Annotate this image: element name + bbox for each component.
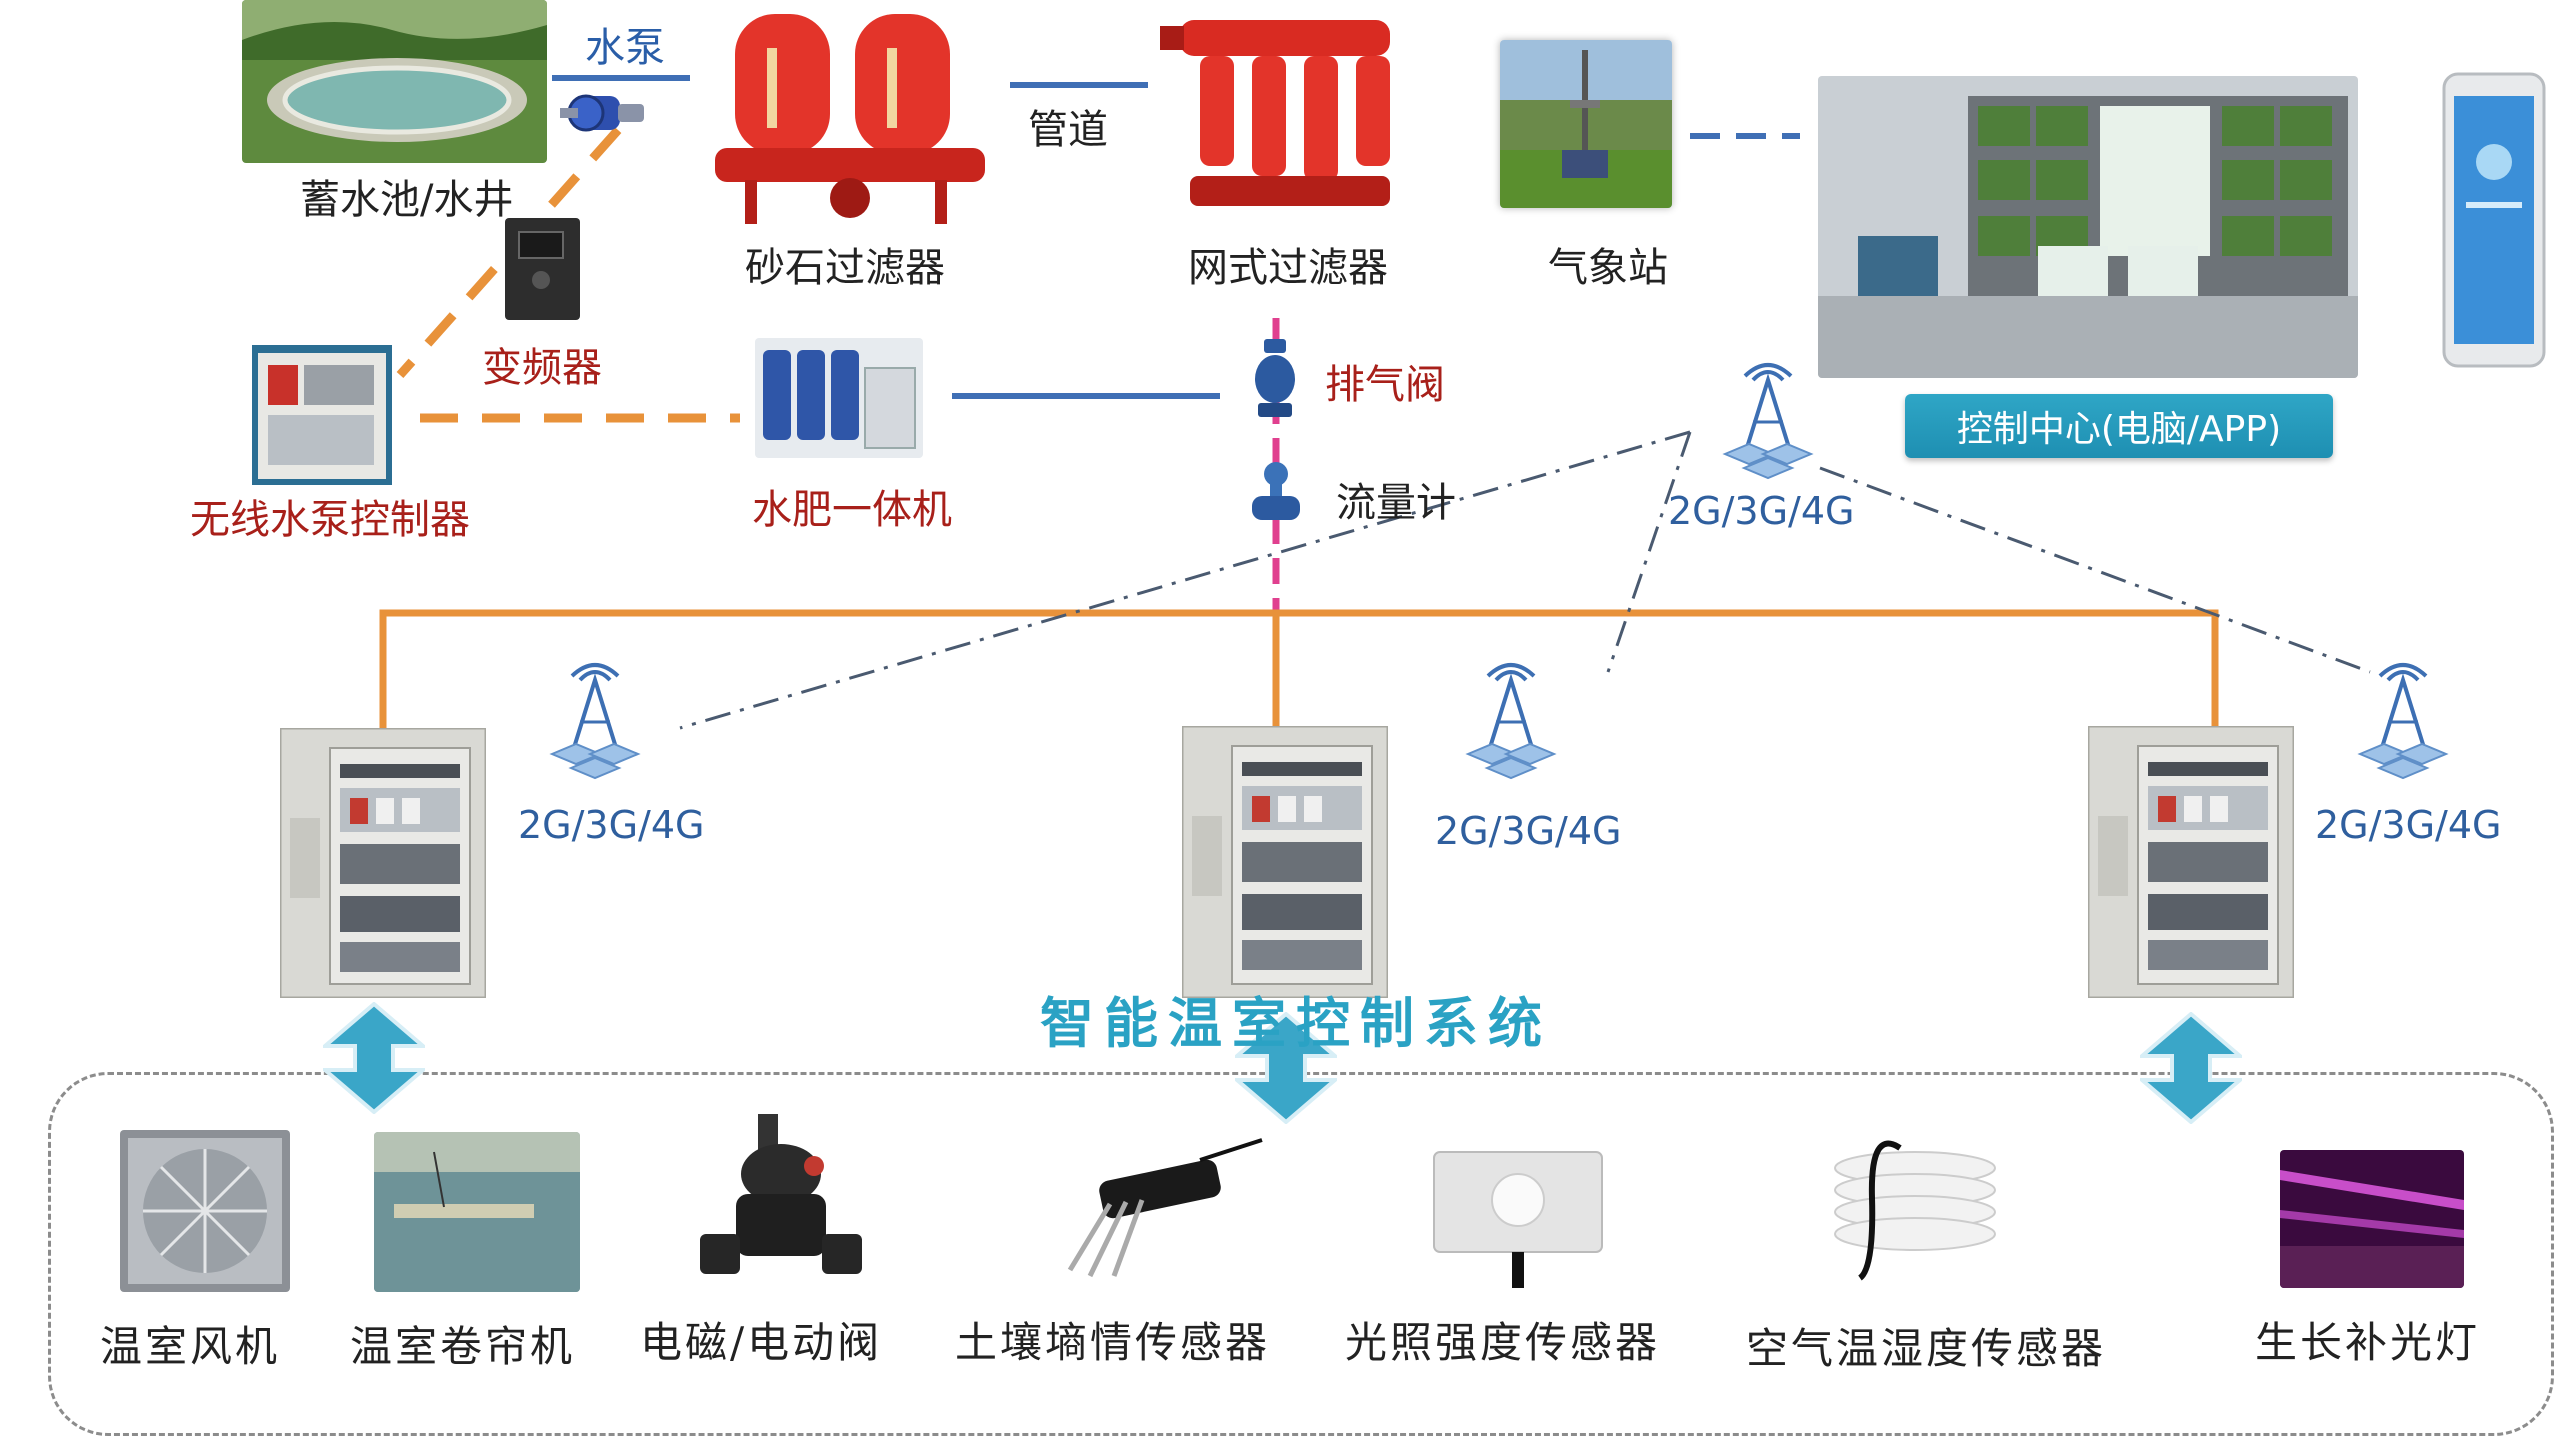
electric-valve-image [696,1114,866,1294]
field-cabinet-right [2086,724,2296,1000]
grow-light-image [2280,1150,2464,1288]
wireless-link-left [679,430,1691,730]
cell-tower-icon [1448,662,1574,784]
soil-sensor-image [1030,1120,1270,1286]
vfd-label: 变频器 [482,345,602,391]
cell-tower-icon [2340,662,2466,784]
device-label-light: 光照强度传感器 [1345,1318,1661,1367]
reservoir-photo [242,0,547,163]
wireless-pump-controller-label: 无线水泵控制器 [190,497,470,543]
weather-station-label: 气象站 [1548,245,1668,291]
control-center-button[interactable]: 控制中心(电脑/APP) [1905,394,2333,458]
screen-filter-image [1160,0,1415,225]
sand-filter-label: 砂石过滤器 [745,245,945,291]
double-arrow-icon [319,1001,429,1115]
field-cabinet-left [278,726,488,1000]
double-arrow-icon [2136,1011,2246,1125]
flow-meter-label: 流量计 [1336,480,1456,526]
pump-icon [558,88,648,140]
air-valve-icon [1250,335,1300,425]
reservoir-label: 蓄水池/水井 [300,177,514,223]
tower-mid-label: 2G/3G/4G [1435,809,1622,853]
air-valve-label: 排气阀 [1325,362,1445,408]
control-center-photo [1818,76,2358,378]
wireless-link-right [1819,466,2371,674]
pump-control-line [396,127,622,378]
device-label-curtain: 温室卷帘机 [350,1322,576,1371]
light-sensor-image [1428,1148,1608,1290]
tower-main-label: 2G/3G/4G [1668,489,1855,533]
cell-tower-icon [532,662,658,784]
curtain-machine-image [374,1132,580,1292]
field-cabinet-mid [1180,724,1390,1000]
fertigation-machine-label: 水肥一体机 [752,487,952,533]
vfd-image [505,218,580,320]
tower-left-label: 2G/3G/4G [518,803,705,847]
device-label-valve: 电磁/电动阀 [640,1318,883,1367]
tower-right-label: 2G/3G/4G [2315,803,2502,847]
flow-meter-icon [1248,460,1304,524]
device-label-fan: 温室风机 [100,1322,281,1371]
sand-filter-image [705,8,995,226]
weather-station-photo [1500,40,1672,208]
tablet-app-image [2440,72,2550,372]
double-arrow-icon [1231,1011,1341,1125]
greenhouse-fan-image [120,1130,290,1292]
screen-filter-label: 网式过滤器 [1188,245,1388,291]
device-label-air: 空气温湿度传感器 [1746,1324,2107,1373]
device-label-soil: 土壤墒情传感器 [955,1318,1271,1367]
cell-tower-icon [1705,362,1831,484]
device-label-growlight: 生长补光灯 [2255,1318,2481,1367]
air-temp-humidity-sensor-image [1800,1128,2010,1298]
wireless-link-mid [1606,431,1692,673]
system-title: 智能温室控制系统 [1040,991,1552,1055]
pump-label: 水泵 [585,25,665,71]
wireless-pump-controller-image [252,345,392,485]
pipe-label: 管道 [1028,107,1108,153]
fertigation-machine-image [755,338,923,458]
field-bus [379,609,2219,730]
